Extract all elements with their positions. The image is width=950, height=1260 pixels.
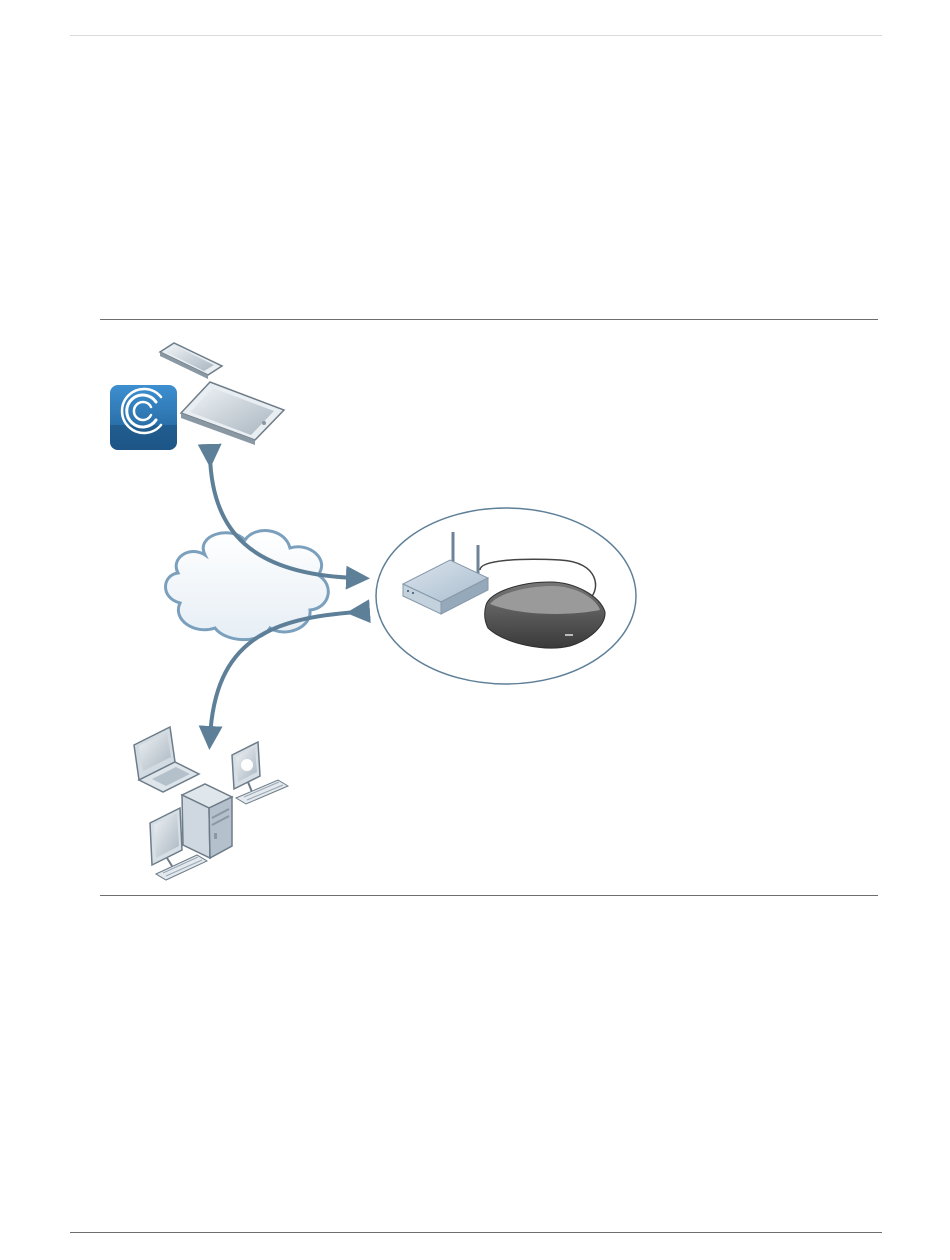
tablet-icon [181,382,284,445]
pc-tower-icon [182,784,232,858]
pc-monitor-icon [150,808,182,866]
mac-desktop-icon [232,742,288,804]
laptop-icon [134,727,199,792]
smartphone-icon [160,343,222,379]
seagate-central-app-icon [110,385,177,450]
network-storage-drive-icon [485,582,605,648]
wireless-router-icon [403,532,488,614]
